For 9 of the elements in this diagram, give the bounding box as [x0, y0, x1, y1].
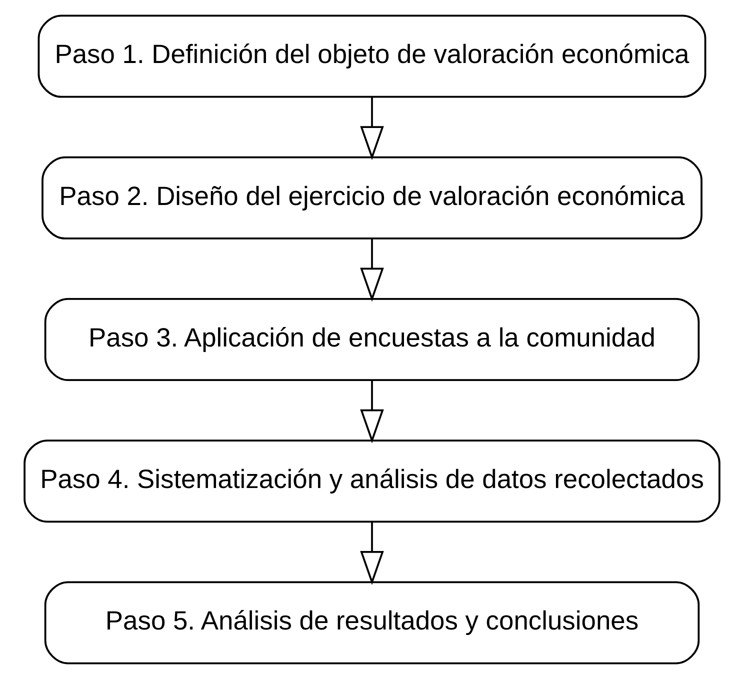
arrow	[360, 522, 384, 585]
node-box: Paso 2. Diseño del ejercicio de valoración económica	[41, 156, 702, 240]
node-box: Paso 1. Definición del objeto de valoración económica	[37, 14, 706, 98]
node-box: Paso 4. Sistematización y análisis de datos recolectados	[23, 440, 720, 523]
arrow	[360, 238, 384, 302]
node-box: Paso 3. Aplicación de encuestas a la comunidad	[44, 298, 700, 382]
arrow	[360, 380, 384, 444]
node-box: Paso 5. Análisis de resultados y conclusiones	[44, 581, 700, 664]
arrow	[360, 97, 384, 160]
